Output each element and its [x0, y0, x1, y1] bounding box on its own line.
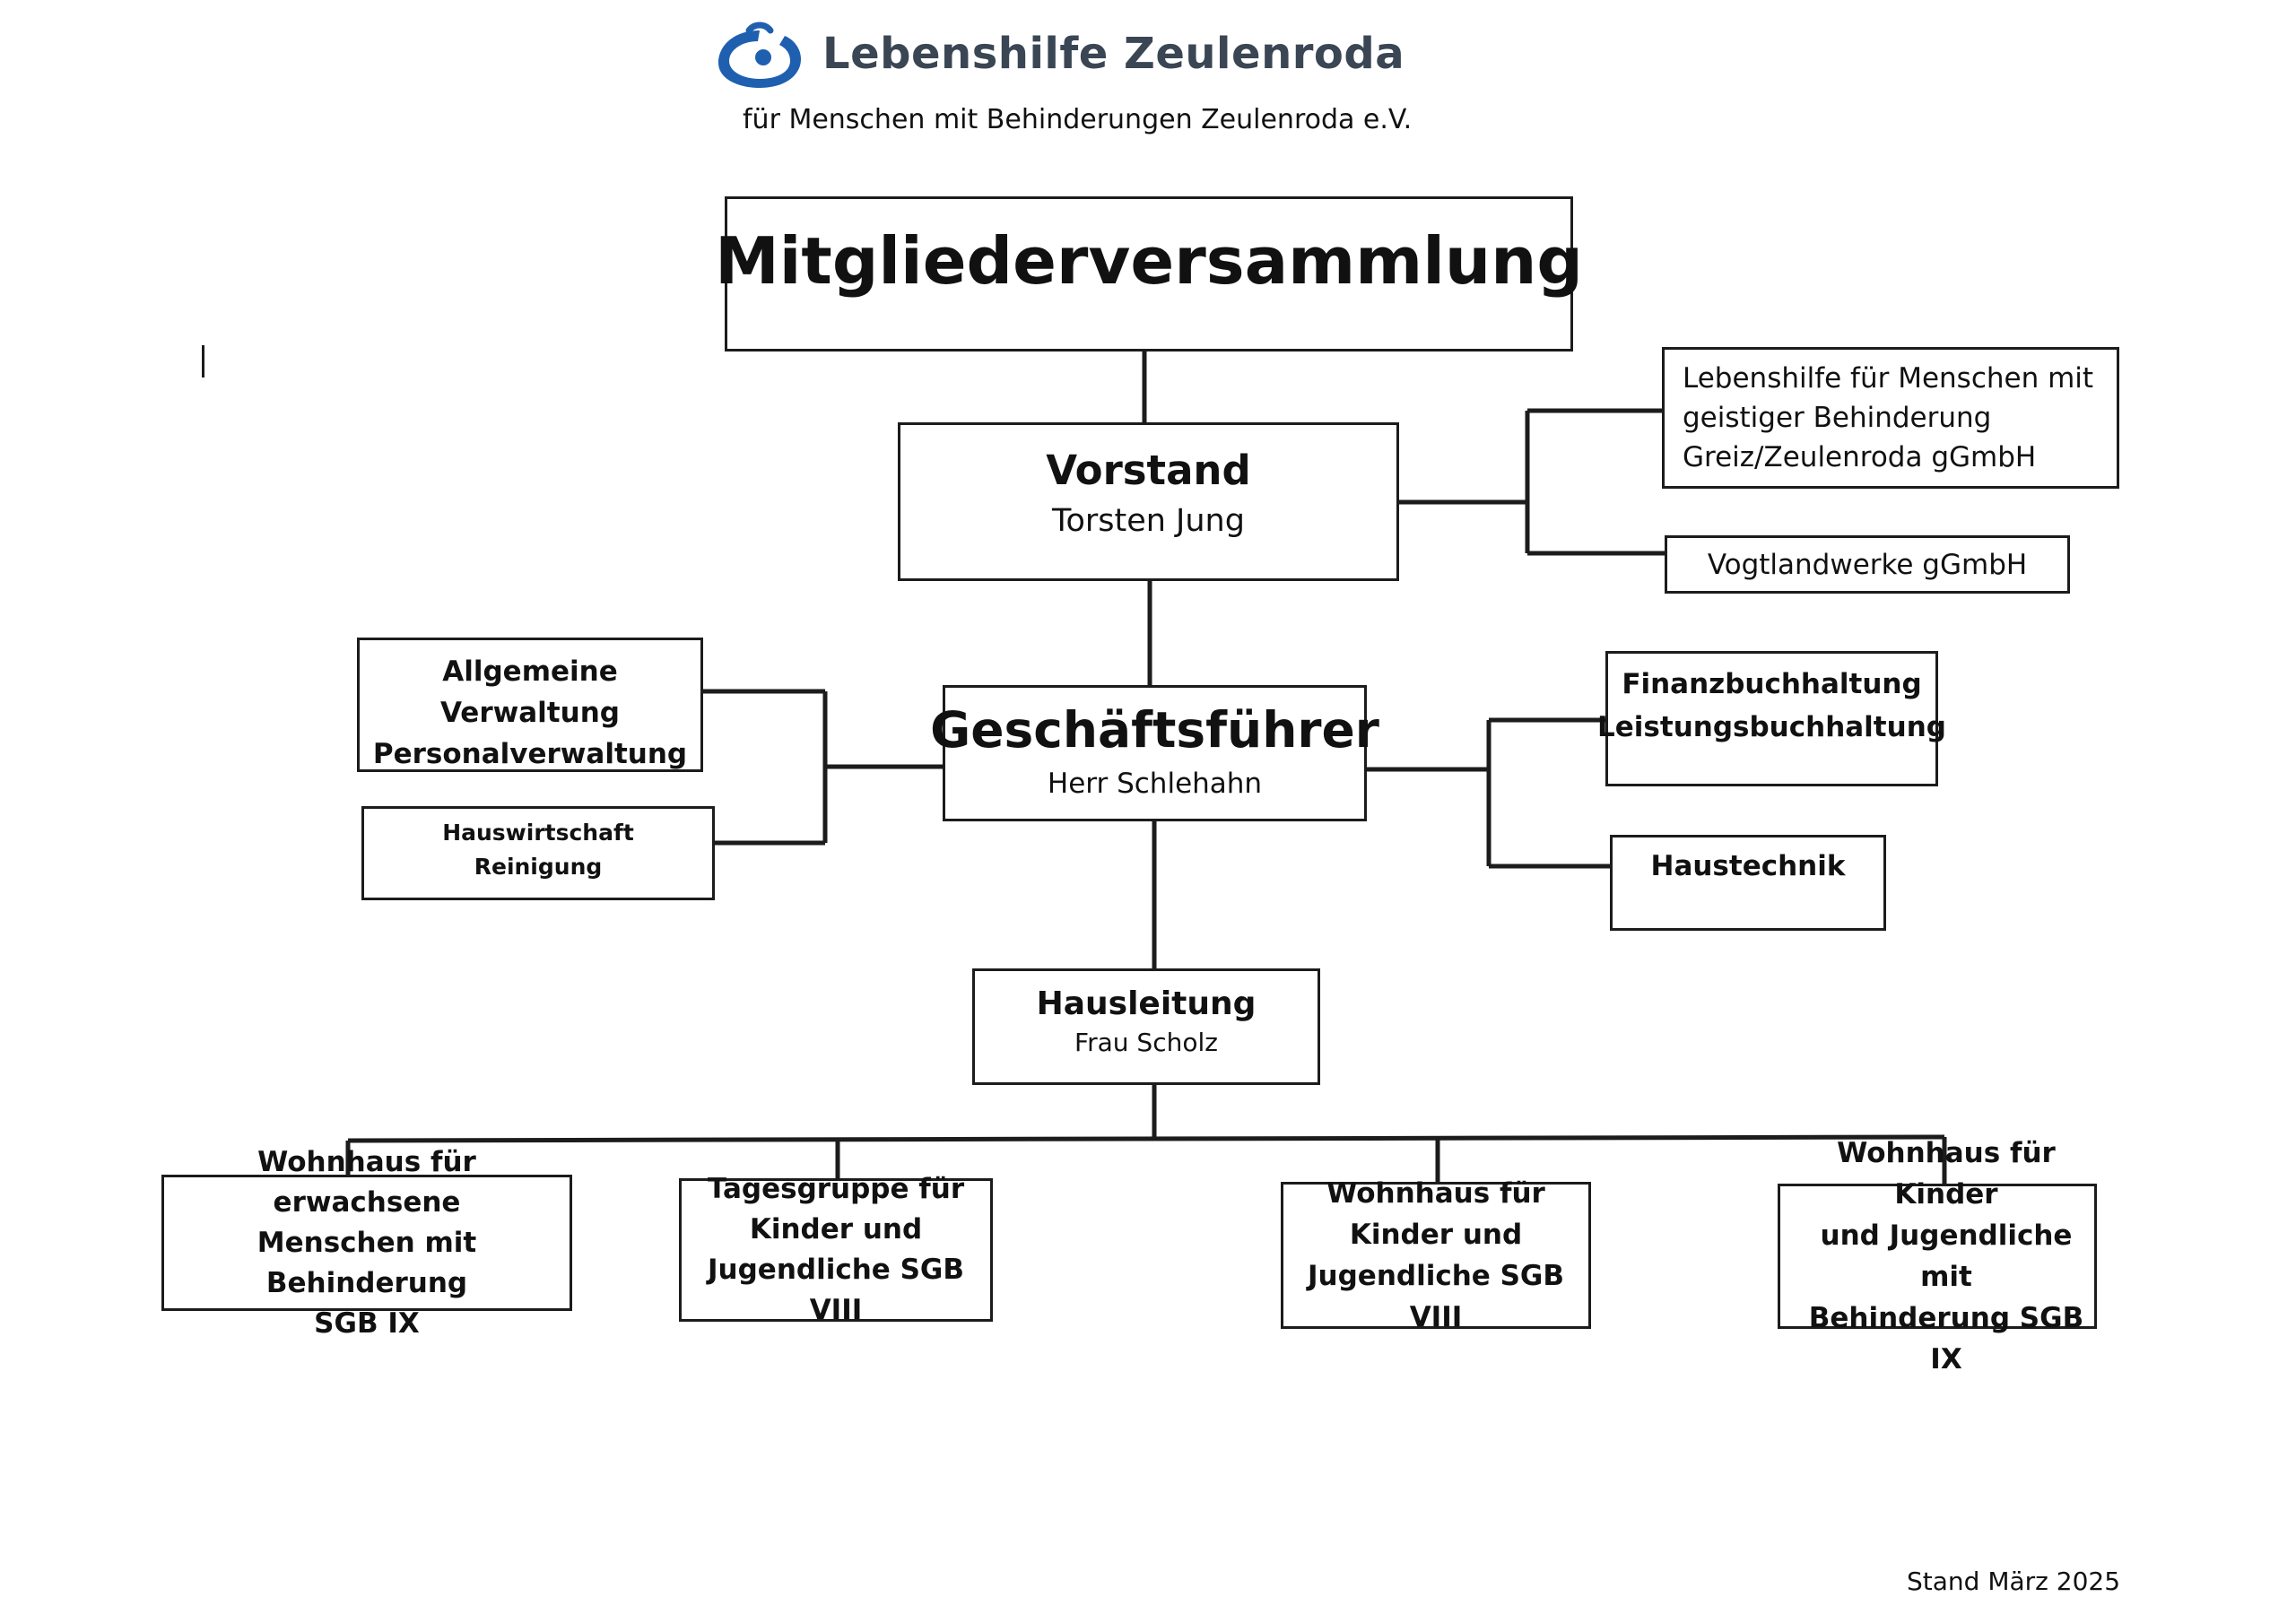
box-vorstand: Vorstand Torsten Jung — [898, 422, 1399, 581]
wohnhaus-erwachsene-line1: Wohnhaus für erwachsene — [257, 1145, 476, 1219]
wohnhaus-kinder-behinderung-line1: Wohnhaus für Kinder — [1837, 1137, 2056, 1211]
buchhaltung-line2: Leistungsbuchhaltung — [1597, 711, 1946, 743]
text-cursor — [202, 345, 204, 378]
verwaltung-line2: Personalverwaltung — [372, 738, 688, 770]
tagesgruppe-line2: Kinder und — [749, 1213, 923, 1245]
geschaeftsfuehrer-title: Geschäftsführer — [930, 701, 1379, 759]
footer-stand: Stand März 2025 — [1907, 1567, 2121, 1596]
box-mitgliederversammlung: Mitgliederversammlung — [715, 196, 1583, 352]
box-hauswirtschaft: Hauswirtschaft Reinigung — [361, 806, 715, 900]
geschaeftsfuehrer-person: Herr Schlehahn — [1047, 768, 1263, 800]
box-haustechnik: Haustechnik — [1610, 835, 1886, 931]
verwaltung-line1: Allgemeine Verwaltung — [440, 655, 620, 729]
box-tagesgruppe: Tagesgruppe für Kinder und Jugendliche S… — [679, 1173, 993, 1326]
lebenshilfe-ggmbh-line1: Lebenshilfe für Menschen mit — [1683, 362, 2094, 395]
wohnhaus-kinder-behinderung-line2: und Jugendliche mit — [1820, 1219, 2073, 1293]
box-lebenshilfe-ggmbh: Lebenshilfe für Menschen mit geistiger B… — [1662, 347, 2119, 489]
lebenshilfe-logo-icon — [718, 22, 801, 88]
lebenshilfe-ggmbh-line3: Greiz/Zeulenroda gGmbH — [1683, 441, 2037, 473]
hausleitung-title: Hausleitung — [1036, 985, 1257, 1022]
box-wohnhaus-kinder-behinderung: Wohnhaus für Kinder und Jugendliche mit … — [1778, 1137, 2097, 1376]
wohnhaus-kinder-line2: Kinder und — [1349, 1219, 1523, 1251]
logo: Lebenshilfe Zeulenroda — [713, 20, 1405, 91]
vogtlandwerke-title: Vogtlandwerke gGmbH — [1707, 548, 2028, 581]
box-wohnhaus-kinder: Wohnhaus für Kinder und Jugendliche SGB … — [1281, 1177, 1591, 1333]
lebenshilfe-ggmbh-line2: geistiger Behinderung — [1683, 402, 1992, 434]
haustechnik-title: Haustechnik — [1650, 850, 1846, 882]
wohnhaus-kinder-behinderung-line3: Behinderung SGB IX — [1808, 1302, 2084, 1376]
tagesgruppe-line1: Tagesgruppe für — [707, 1173, 965, 1205]
box-vogtlandwerke: Vogtlandwerke gGmbH — [1665, 535, 2070, 594]
mitgliederversammlung-title: Mitgliederversammlung — [715, 222, 1583, 299]
buchhaltung-line1: Finanzbuchhaltung — [1622, 668, 1922, 700]
hausleitung-person: Frau Scholz — [1074, 1028, 1218, 1057]
hauswirtschaft-line2: Reinigung — [474, 853, 603, 880]
box-hausleitung: Hausleitung Frau Scholz — [972, 968, 1320, 1085]
logo-text: Lebenshilfe Zeulenroda — [822, 29, 1405, 79]
header-subtitle: für Menschen mit Behinderungen Zeulenrod… — [743, 104, 1413, 135]
hauswirtschaft-line1: Hauswirtschaft — [442, 819, 634, 846]
box-buchhaltung: Finanzbuchhaltung Leistungsbuchhaltung — [1597, 651, 1946, 786]
wohnhaus-erwachsene-line3: SGB IX — [314, 1306, 420, 1340]
box-verwaltung: Allgemeine Verwaltung Personalverwaltung — [357, 638, 703, 772]
box-wohnhaus-erwachsene: Wohnhaus für erwachsene Menschen mit Beh… — [161, 1146, 572, 1340]
wohnhaus-kinder-line3: Jugendliche SGB VIII — [1308, 1260, 1564, 1333]
tagesgruppe-line3: Jugendliche SGB VIII — [708, 1254, 964, 1326]
wohnhaus-kinder-line1: Wohnhaus für — [1326, 1177, 1545, 1210]
wohnhaus-erwachsene-line2: Menschen mit Behinderung — [257, 1226, 477, 1299]
box-geschaeftsfuehrer: Geschäftsführer Herr Schlehahn — [930, 685, 1379, 821]
vorstand-person: Torsten Jung — [1052, 503, 1245, 539]
vorstand-title: Vorstand — [1046, 447, 1251, 494]
